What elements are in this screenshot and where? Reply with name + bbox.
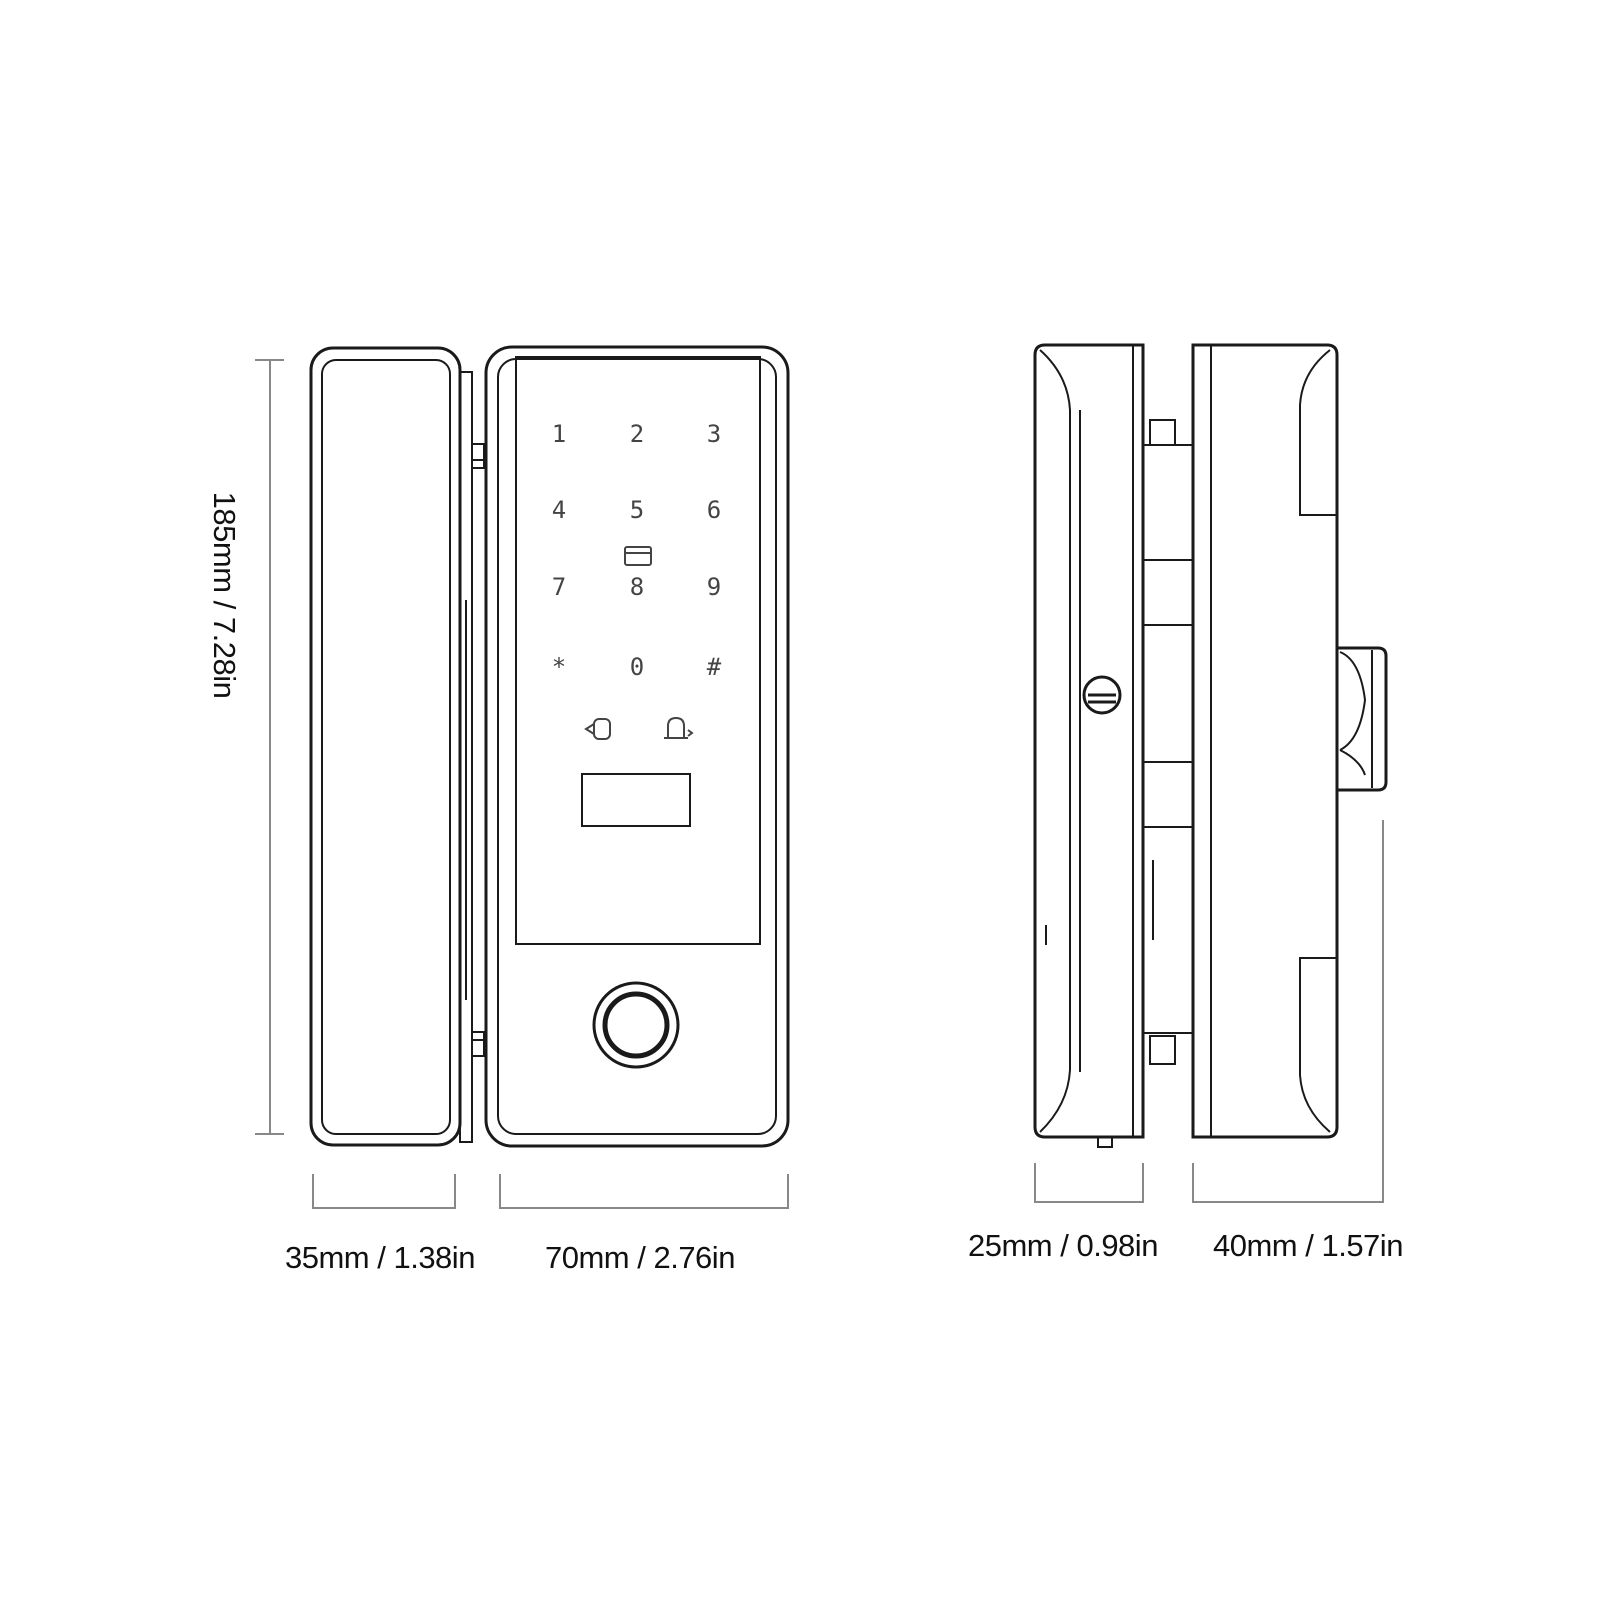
side-left-width-label: 25mm / 0.98in [968,1228,1158,1263]
front-right-dimension-line [499,1174,789,1209]
side-right-bevel [1299,349,1337,516]
key-4: 4 [552,496,566,524]
key-2: 2 [630,420,644,448]
front-right-inner-panel [497,358,777,1135]
front-left-dimension-line [312,1174,456,1209]
side-left-body [1033,343,1145,1139]
keypad: 1 2 3 4 5 6 7 8 9 * 0 # [552,420,722,681]
key-5: 5 [630,496,644,524]
doorbell-icon [664,716,694,739]
front-left-inner-panel [321,359,451,1135]
key-0: 0 [630,653,644,681]
front-right-width-label: 70mm / 2.76in [545,1240,735,1275]
dimension-lines [255,359,1384,1209]
lock-icon [584,718,611,740]
key-star: * [552,653,566,681]
side-right-width-label: 40mm / 1.57in [1213,1228,1403,1263]
height-dimension-line [255,359,284,1135]
side-glass-gap [1143,419,1193,1065]
knob-icon [1337,646,1388,792]
key-8: 8 [630,573,644,601]
side-left-dimension-line [1034,1163,1144,1203]
key-hash: # [707,653,722,681]
side-right-dimension-line [1192,820,1384,1203]
fingerprint-sensor-icon [592,981,680,1069]
key-9: 9 [707,573,721,601]
key-1: 1 [552,420,566,448]
screw-icon [1082,675,1122,715]
front-left-width-label: 35mm / 1.38in [285,1240,475,1275]
key-3: 3 [707,420,721,448]
card-icon [624,546,652,566]
front-view [309,345,790,1148]
side-left-bevel [1039,349,1071,1133]
display-window [581,773,691,827]
side-view [1033,343,1388,1148]
front-hinge-strip [459,371,485,1143]
key-6: 6 [707,496,721,524]
side-right-body [1191,343,1339,1139]
front-right-body [484,345,790,1148]
height-dimension-label: 185mm / 7.28in [207,491,242,699]
key-7: 7 [552,573,566,601]
front-left-body [309,346,462,1147]
